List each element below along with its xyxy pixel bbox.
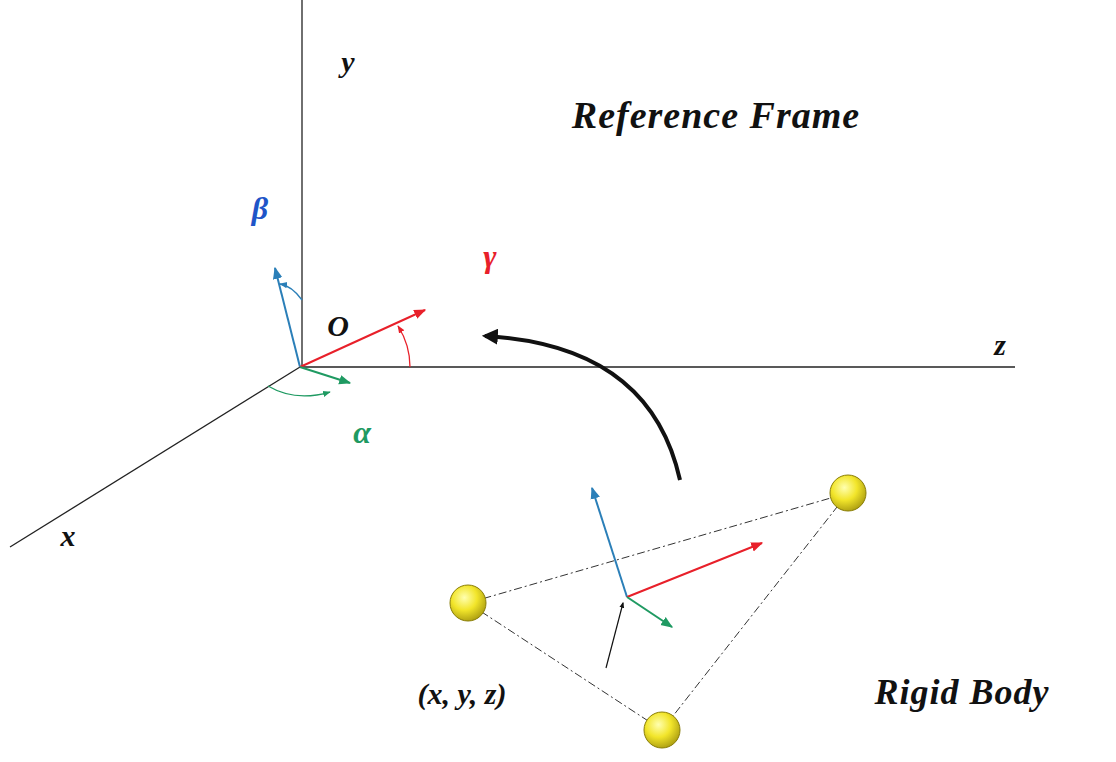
z-axis	[300, 366, 1015, 367]
gamma-rotation-arc	[398, 326, 410, 367]
axis-label: x	[61, 521, 76, 551]
body-beta-arrow	[592, 488, 627, 597]
origin-label: O	[327, 311, 349, 341]
coordinate-label: (x, y, z)	[418, 679, 507, 709]
rigid-body-outline	[468, 493, 848, 730]
angle-label: γ	[483, 240, 496, 272]
angle-label: α	[353, 416, 371, 448]
transform-arrow	[485, 336, 680, 480]
body-gamma-arrow	[627, 543, 762, 597]
gamma-axis-arrow	[300, 310, 425, 367]
alpha-axis-arrow	[300, 367, 350, 383]
beta-axis-arrow	[275, 268, 300, 367]
axis-label: y	[341, 47, 354, 77]
marker-sphere	[450, 585, 486, 621]
centroid-leader	[606, 603, 623, 668]
beta-rotation-arc	[280, 284, 302, 300]
x-axis	[10, 367, 300, 547]
alpha-rotation-arc	[268, 386, 330, 396]
frame-title: Reference Frame	[572, 96, 860, 134]
y-axis	[301, 0, 302, 367]
body-alpha-arrow	[627, 597, 672, 627]
marker-sphere	[830, 475, 866, 511]
marker-sphere	[644, 712, 680, 748]
axis-label: z	[994, 330, 1006, 360]
body-title: Rigid Body	[874, 674, 1049, 710]
angle-label: β	[252, 192, 268, 224]
